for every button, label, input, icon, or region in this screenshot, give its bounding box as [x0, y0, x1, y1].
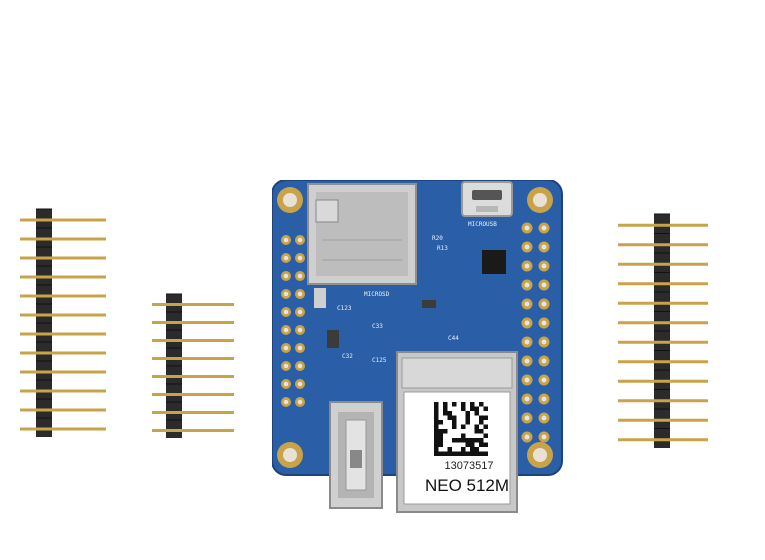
- microsd-slot: [307, 183, 417, 285]
- usb-a-port: [329, 401, 383, 509]
- silk-c123: C123: [337, 305, 352, 312]
- pin-header-left-long: [14, 205, 109, 445]
- gold-pin: [618, 301, 708, 305]
- silk-r13: R13: [437, 245, 448, 252]
- silk-r20: R20: [432, 235, 443, 242]
- gold-pin: [618, 321, 708, 325]
- pin-header-left-short: [148, 290, 238, 445]
- ethernet-port: [396, 351, 518, 513]
- gold-pin: [20, 256, 106, 260]
- gold-pin: [20, 294, 106, 298]
- gold-pin: [152, 429, 234, 432]
- gold-pin: [20, 237, 106, 241]
- gold-pin: [20, 408, 106, 412]
- datamatrix-code: [434, 402, 488, 456]
- gold-pin: [20, 275, 106, 279]
- silk-c32: C32: [342, 353, 353, 360]
- chip-small: [482, 250, 506, 274]
- gold-pin: [618, 340, 708, 344]
- gold-pin: [20, 370, 106, 374]
- gold-pin: [20, 313, 106, 317]
- silk-c33: C33: [372, 323, 383, 330]
- gold-pin: [618, 379, 708, 383]
- model-label: NEO 512M: [424, 476, 510, 495]
- mount-hole-icon: [277, 187, 553, 468]
- silk-microusb: MICROUSB: [468, 221, 497, 228]
- silk-microsd: MICROSD: [364, 291, 390, 298]
- gold-pin: [20, 427, 106, 431]
- gold-pin: [618, 262, 708, 266]
- gold-pin: [152, 411, 234, 414]
- gold-pin: [618, 360, 708, 364]
- gold-pin: [20, 351, 106, 355]
- gold-pin: [618, 282, 708, 286]
- gold-pin: [152, 303, 234, 306]
- gold-pin: [20, 332, 106, 336]
- silk-c125: C125: [372, 357, 387, 364]
- gold-pin: [618, 399, 708, 403]
- gold-pin: [152, 375, 234, 378]
- gold-pin: [618, 418, 708, 422]
- serial-number-label: 13073517: [444, 460, 494, 472]
- microusb-port: [461, 181, 513, 217]
- gold-pin: [152, 393, 234, 396]
- gpio-holes-left: [281, 235, 305, 407]
- gold-pin: [152, 357, 234, 360]
- gold-pin: [152, 321, 234, 324]
- gold-pin: [618, 438, 708, 442]
- silk-c44: C44: [448, 335, 459, 342]
- pin-header-right: [612, 210, 712, 460]
- gpio-holes-right: [521, 222, 550, 443]
- gold-pin: [618, 223, 708, 227]
- nanopi-neo-board: MICROSD MICROUSB R20 R13 C33 C44 C32 C12…: [272, 180, 567, 515]
- gold-pin: [152, 339, 234, 342]
- gold-pin: [20, 218, 106, 222]
- gold-pin: [618, 243, 708, 247]
- gold-pin: [20, 389, 106, 393]
